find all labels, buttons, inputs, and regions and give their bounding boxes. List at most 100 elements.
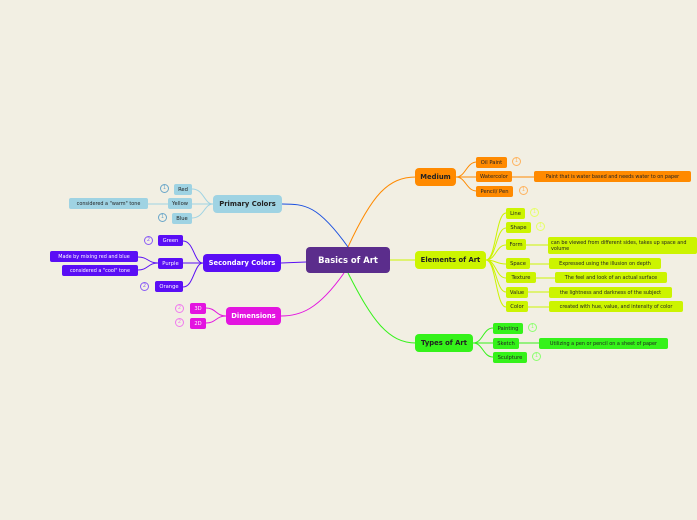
topic-label: Sculpture xyxy=(497,354,523,361)
topic-pencil-pen[interactable]: Pencil/ Pen xyxy=(476,186,513,197)
note-count-badge[interactable]: 2 xyxy=(175,304,184,313)
topic-label: Color xyxy=(510,303,524,310)
topic-color[interactable]: Color xyxy=(506,301,528,312)
branch-types-label: Types of Art xyxy=(420,339,467,347)
badge-count: 1 xyxy=(160,214,165,220)
topic-label: Painting xyxy=(497,325,519,332)
badge-count: 1 xyxy=(162,185,167,191)
topic-sculpture[interactable]: Sculpture xyxy=(493,352,527,363)
topic-label: Texture xyxy=(511,274,531,281)
note-text: can be viewed from different sides, take… xyxy=(551,239,687,252)
topic-orange[interactable]: Orange xyxy=(155,281,183,292)
note-text: The feel and look of an actual surface xyxy=(564,274,658,281)
badge-count: 1 xyxy=(530,324,535,330)
badge-count: 1 xyxy=(514,158,519,164)
topic-3d[interactable]: 3D xyxy=(190,303,206,314)
branch-dimensions-label: Dimensions xyxy=(231,312,276,320)
topic-label: Shape xyxy=(510,224,527,231)
branch-elements-label: Elements of Art xyxy=(420,256,481,264)
note-sketch[interactable]: Utilizing a pen or pencil on a sheet of … xyxy=(539,338,668,349)
note-space[interactable]: Expressed using the illusion on depth xyxy=(549,258,661,269)
note-text: the lightness and darkness of the subjec… xyxy=(559,289,662,296)
note-text: Utilizing a pen or pencil on a sheet of … xyxy=(549,340,658,347)
topic-label: 3D xyxy=(194,305,202,312)
topic-value[interactable]: Value xyxy=(506,287,528,298)
note-count-badge[interactable]: 2 xyxy=(175,318,184,327)
topic-oil-paint[interactable]: Oil Paint xyxy=(476,157,507,168)
topic-label: Orange xyxy=(159,283,179,290)
badge-count: 2 xyxy=(177,305,182,311)
badge-count: 1 xyxy=(538,223,543,229)
topic-red[interactable]: Red xyxy=(174,184,192,195)
topic-label: 2D xyxy=(194,320,202,327)
topic-form[interactable]: Form xyxy=(506,239,526,250)
branch-secondary-label: Secondary Colors xyxy=(208,259,276,267)
branch-types-of-art[interactable]: Types of Art xyxy=(415,334,473,352)
note-text: created with hue, value, and intensity o… xyxy=(559,303,673,310)
note-text: Expressed using the illusion on depth xyxy=(559,260,651,267)
note-text: considered a "warm" tone xyxy=(76,200,141,207)
note-count-badge[interactable]: 1 xyxy=(512,157,521,166)
note-count-badge[interactable]: 1 xyxy=(160,184,169,193)
topic-label: Blue xyxy=(176,215,188,222)
topic-label: Watercolor xyxy=(480,173,508,180)
topic-blue[interactable]: Blue xyxy=(172,213,192,224)
note-yellow[interactable]: considered a "warm" tone xyxy=(69,198,148,209)
topic-label: Sketch xyxy=(497,340,515,347)
topic-label: Value xyxy=(509,289,525,296)
badge-count: 1 xyxy=(534,353,539,359)
topic-shape[interactable]: Shape xyxy=(506,222,531,233)
note-purple-mix[interactable]: Made by mixing red and blue xyxy=(50,251,138,262)
topic-space[interactable]: Space xyxy=(506,258,530,269)
branch-elements-of-art[interactable]: Elements of Art xyxy=(415,251,486,269)
root-label: Basics of Art xyxy=(318,255,378,265)
topic-label: Pencil/ Pen xyxy=(480,188,509,195)
note-text: Made by mixing red and blue xyxy=(58,253,130,260)
topic-label: Oil Paint xyxy=(480,159,503,166)
branch-primary-colors[interactable]: Primary Colors xyxy=(213,195,282,213)
note-watercolor[interactable]: Paint that is water based and needs wate… xyxy=(534,171,691,182)
note-color[interactable]: created with hue, value, and intensity o… xyxy=(549,301,683,312)
topic-green[interactable]: Green xyxy=(158,235,183,246)
note-count-badge[interactable]: 1 xyxy=(519,186,528,195)
badge-count: 1 xyxy=(532,209,537,215)
topic-sketch[interactable]: Sketch xyxy=(493,338,519,349)
topic-label: Yellow xyxy=(172,200,188,207)
branch-medium-label: Medium xyxy=(420,173,451,181)
note-value[interactable]: the lightness and darkness of the subjec… xyxy=(549,287,672,298)
topic-texture[interactable]: Texture xyxy=(506,272,536,283)
badge-count: 1 xyxy=(521,187,526,193)
topic-label: Space xyxy=(510,260,526,267)
topic-watercolor[interactable]: Watercolor xyxy=(476,171,512,182)
badge-count: 2 xyxy=(177,319,182,325)
note-count-badge[interactable]: 1 xyxy=(536,222,545,231)
topic-painting[interactable]: Painting xyxy=(493,323,523,334)
badge-count: 2 xyxy=(146,237,151,243)
note-count-badge[interactable]: 1 xyxy=(158,213,167,222)
note-texture[interactable]: The feel and look of an actual surface xyxy=(555,272,667,283)
note-purple-tone[interactable]: considered a "cool" tone xyxy=(62,265,138,276)
note-text: considered a "cool" tone xyxy=(69,267,131,274)
badge-count: 2 xyxy=(142,283,147,289)
note-count-badge[interactable]: 1 xyxy=(528,323,537,332)
note-count-badge[interactable]: 1 xyxy=(532,352,541,361)
topic-purple[interactable]: Purple xyxy=(158,258,183,269)
topic-label: Purple xyxy=(162,260,179,267)
note-count-badge[interactable]: 2 xyxy=(140,282,149,291)
topic-yellow[interactable]: Yellow xyxy=(168,198,192,209)
topic-label: Red xyxy=(178,186,188,193)
note-count-badge[interactable]: 1 xyxy=(530,208,539,217)
note-count-badge[interactable]: 2 xyxy=(144,236,153,245)
branch-secondary-colors[interactable]: Secondary Colors xyxy=(203,254,281,272)
topic-line[interactable]: Line xyxy=(506,208,525,219)
topic-label: Form xyxy=(509,241,523,248)
topic-2d[interactable]: 2D xyxy=(190,318,206,329)
root-node[interactable]: Basics of Art xyxy=(306,247,390,273)
note-form[interactable]: can be viewed from different sides, take… xyxy=(548,237,697,254)
branch-primary-label: Primary Colors xyxy=(219,200,276,208)
branch-medium[interactable]: Medium xyxy=(415,168,456,186)
branch-dimensions[interactable]: Dimensions xyxy=(226,307,281,325)
topic-label: Green xyxy=(162,237,179,244)
